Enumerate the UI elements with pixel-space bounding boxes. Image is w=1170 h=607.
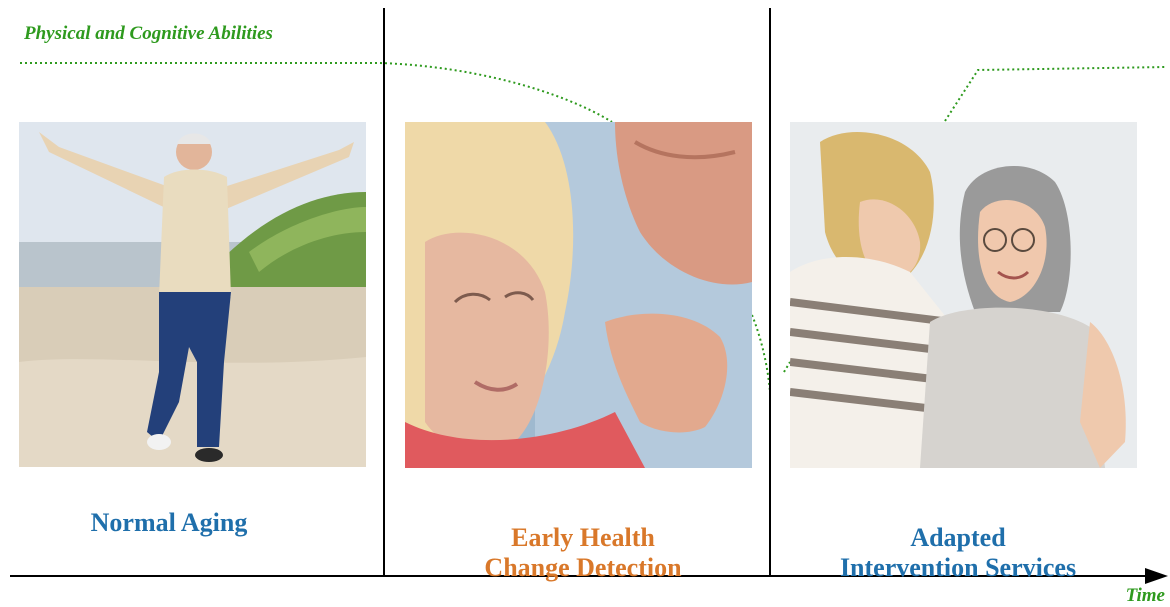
time-axis-arrowhead: [1145, 568, 1168, 584]
stage-label-adapted-intervention-text: Adapted Intervention Services: [839, 523, 1077, 582]
stage-label-early-detection: Early Health Change Detection: [433, 493, 733, 583]
time-axis-label: Time: [1125, 585, 1165, 606]
stage-divider-1: [383, 8, 385, 576]
stage-divider-2: [769, 8, 771, 576]
adapted-intervention-photo: [790, 122, 1137, 468]
stage-label-normal-aging-text: Normal Aging: [90, 508, 248, 537]
stage-label-early-detection-text: Early Health Change Detection: [484, 523, 682, 582]
normal-aging-photo: [19, 122, 366, 467]
stage-label-normal-aging: Normal Aging: [19, 508, 319, 538]
early-detection-photo: [405, 122, 752, 468]
stage-label-adapted-intervention: Adapted Intervention Services: [808, 493, 1108, 583]
abilities-curve-label: Physical and Cognitive Abilities: [24, 23, 273, 44]
